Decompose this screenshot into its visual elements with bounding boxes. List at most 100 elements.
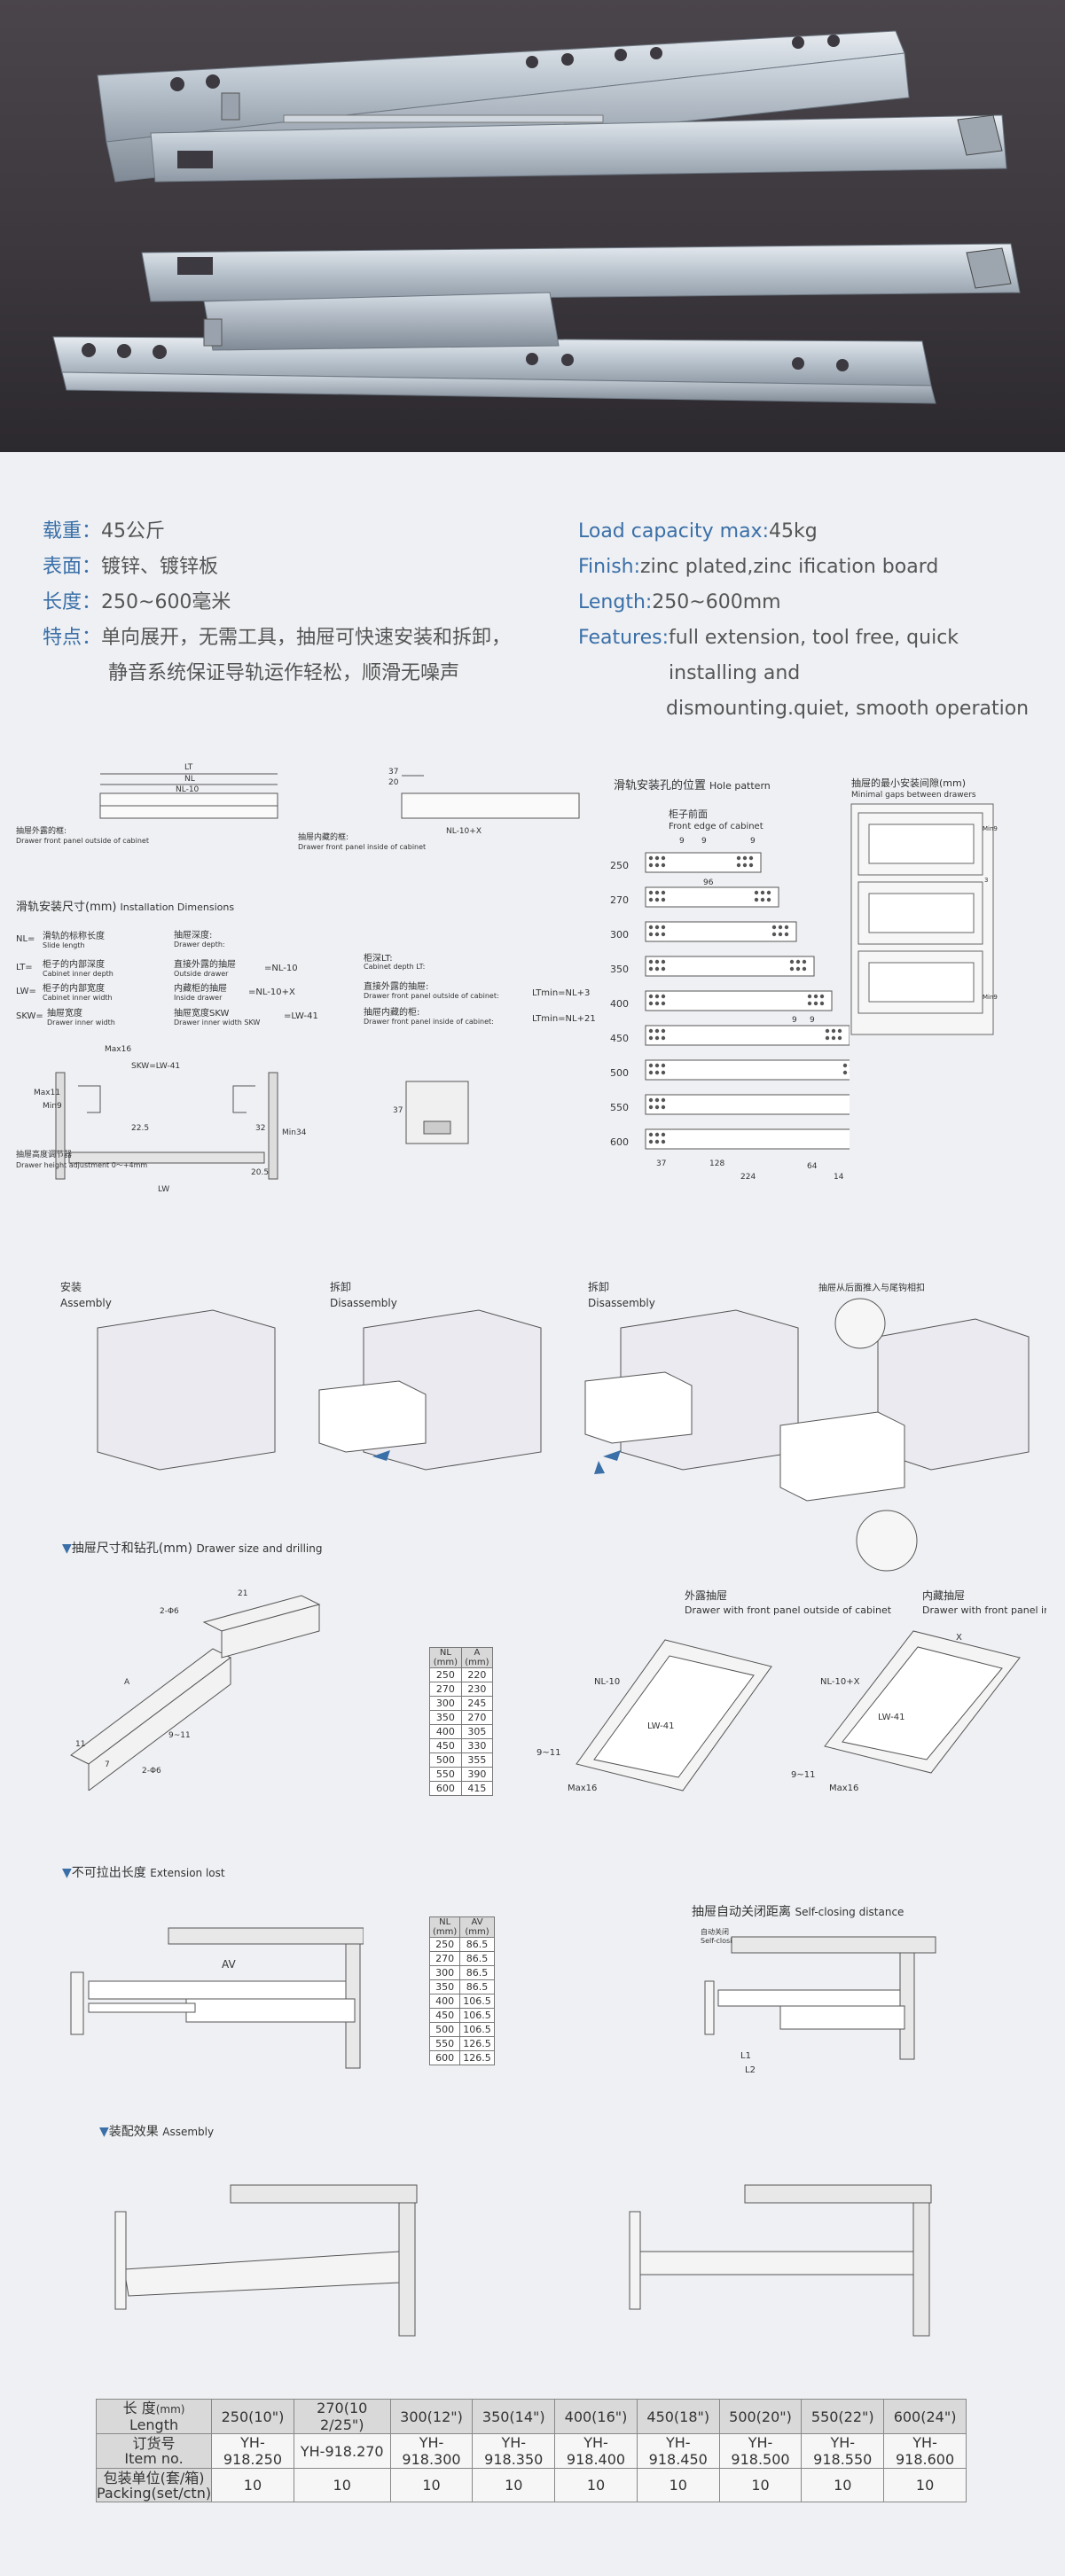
svg-text:柜子的内部宽度: 柜子的内部宽度 (43, 982, 105, 994)
hole-dot (661, 1132, 666, 1137)
spec-load-en: Load capacity max: 45kg (578, 520, 818, 543)
packing-header: 包装单位(套/箱)Packing(set/ctn) (95, 2468, 213, 2502)
hole-row-rail (645, 1025, 850, 1046)
hole-length-label: 500 (610, 1067, 629, 1079)
svg-text:LW-41: LW-41 (647, 1721, 674, 1731)
dim-nl-10-x: NL-10+X (446, 827, 482, 836)
svg-text:Drawer with front panel inside: Drawer with front panel inside of cabine… (922, 1604, 1046, 1616)
lengths-cell: 500(20") (718, 2399, 803, 2434)
hole-dot (654, 1001, 660, 1006)
hole-dot (654, 1035, 660, 1041)
hole-dot (661, 1097, 666, 1103)
hole-dot (654, 1028, 660, 1034)
hole-dot (831, 1028, 836, 1034)
table-cell: 270 (428, 1951, 461, 1966)
hole-dot (661, 1001, 666, 1006)
hole-length-label: 350 (610, 964, 629, 975)
table-cell: 305 (460, 1724, 494, 1739)
hole-dot (748, 855, 754, 861)
table-cell: 450 (429, 1738, 462, 1753)
installation-dimensions: LT NL NL-10 37 20 NL-10+X 抽屉外露的框: Drawer… (16, 758, 601, 1219)
table-cell: 415 (460, 1781, 494, 1796)
spec-length-en: Length: 250~600mm (578, 591, 781, 613)
hole-dot (648, 863, 654, 868)
hole-dot (742, 855, 748, 861)
svg-text:Disassembly: Disassembly (588, 1297, 655, 1309)
svg-text:抽屉深度:: 抽屉深度: (174, 929, 212, 941)
svg-text:32: 32 (255, 1124, 265, 1133)
hole-dot (802, 959, 807, 964)
items-cell: YH-918.300 (389, 2433, 474, 2469)
table-cell: 106.5 (459, 2022, 495, 2037)
svg-text:内藏柜的抽屉: 内藏柜的抽屉 (174, 982, 227, 994)
packing-cell: 10 (718, 2468, 803, 2502)
hole-dot (842, 1063, 848, 1068)
hole-dot (661, 925, 666, 930)
hole-dot (648, 855, 654, 861)
hole-dot (789, 959, 795, 964)
table-cell: 330 (460, 1738, 494, 1753)
hole-row-rail (645, 1059, 868, 1081)
product-photo (0, 0, 1065, 452)
dim-nl: NL (184, 775, 195, 784)
hole-dot (661, 1063, 666, 1068)
hole-dot (736, 855, 741, 861)
svg-text:9~11: 9~11 (791, 1770, 815, 1780)
hole-dot (648, 925, 654, 930)
hole-row-rail (645, 1094, 886, 1115)
hole-dot (825, 1028, 830, 1034)
svg-text:11: 11 (75, 1740, 85, 1749)
assembly-effect-title: ▼装配效果 Assembly (99, 2125, 215, 2139)
svg-text:64: 64 (807, 1162, 818, 1171)
svg-text:NL-10+X: NL-10+X (820, 1677, 860, 1687)
table-cell: 220 (460, 1667, 494, 1682)
spec-load-zh: 载重：45公斤 (43, 520, 166, 543)
svg-text:拆卸: 拆卸 (330, 1280, 351, 1293)
svg-text:LTmin=NL+3: LTmin=NL+3 (532, 988, 590, 998)
table-cell: 400 (428, 1994, 461, 2009)
installation-drawings: LT NL NL-10 37 20 NL-10+X 抽屉外露的框: Drawer… (16, 763, 596, 1194)
table-cell: 500 (429, 1752, 462, 1768)
svg-text:Cabinet depth LT:: Cabinet depth LT: (364, 963, 425, 971)
svg-text:Max11: Max11 (34, 1089, 60, 1097)
svg-text:安装: 安装 (60, 1280, 82, 1293)
hole-dot (661, 994, 666, 999)
specs-english: Load capacity max: 45kg Finish: zinc pla… (578, 514, 1048, 727)
packing-cell: 10 (472, 2468, 556, 2502)
table-cell: 106.5 (459, 1994, 495, 2009)
hole-row-rail (645, 852, 762, 873)
hole-length-label: 400 (610, 998, 629, 1010)
items-cell: YH-918.450 (636, 2433, 720, 2469)
table-cell: 500 (428, 2022, 461, 2037)
table-cell: 450 (428, 2008, 461, 2023)
dim-37: 37 (388, 768, 398, 777)
svg-text:Disassembly: Disassembly (330, 1297, 397, 1309)
svg-text:内藏抽屉: 内藏抽屉 (922, 1589, 965, 1602)
svg-text:柜深LT:: 柜深LT: (364, 952, 393, 964)
hole-dot (771, 925, 777, 930)
front-out-zh: 抽屉外露的框: (16, 825, 67, 836)
hole-dot (654, 1070, 660, 1075)
items-cell: YH-918.400 (554, 2433, 638, 2469)
hole-dot (742, 863, 748, 868)
hole-dot (654, 1097, 660, 1103)
items-cell: YH-918.250 (211, 2433, 294, 2469)
hole-dot (778, 925, 783, 930)
svg-text:抽屉内藏的柜:: 抽屉内藏的柜: (364, 1006, 419, 1018)
svg-text:LW-41: LW-41 (878, 1713, 904, 1722)
hole-dot (661, 863, 666, 868)
hole-dot (784, 925, 789, 930)
self-closing-title: 抽屉自动关闭距离 Self-closing distance (692, 1905, 904, 1919)
hole-length-label: 270 (610, 894, 629, 906)
front-in-zh: 抽屉内藏的框: (298, 831, 348, 842)
items-cell: YH-918.600 (883, 2433, 967, 2469)
